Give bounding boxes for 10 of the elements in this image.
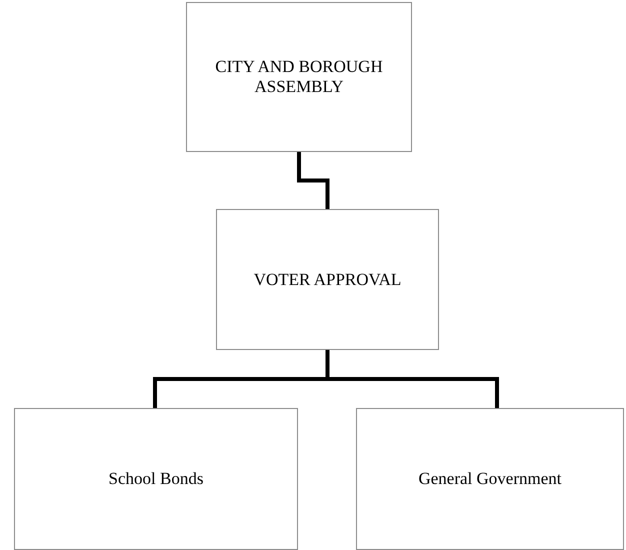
box-label: School Bonds (108, 469, 204, 489)
box-label: General Government (418, 469, 562, 489)
org-box (216, 209, 439, 350)
box-label: CITY AND BOROUGH ASSEMBLY (214, 57, 384, 97)
org-box (186, 2, 412, 152)
org-box (14, 408, 298, 550)
connector-line (297, 152, 330, 209)
org-box (356, 408, 624, 550)
box-label: VOTER APPROVAL (254, 270, 402, 290)
connector-line (326, 350, 499, 408)
